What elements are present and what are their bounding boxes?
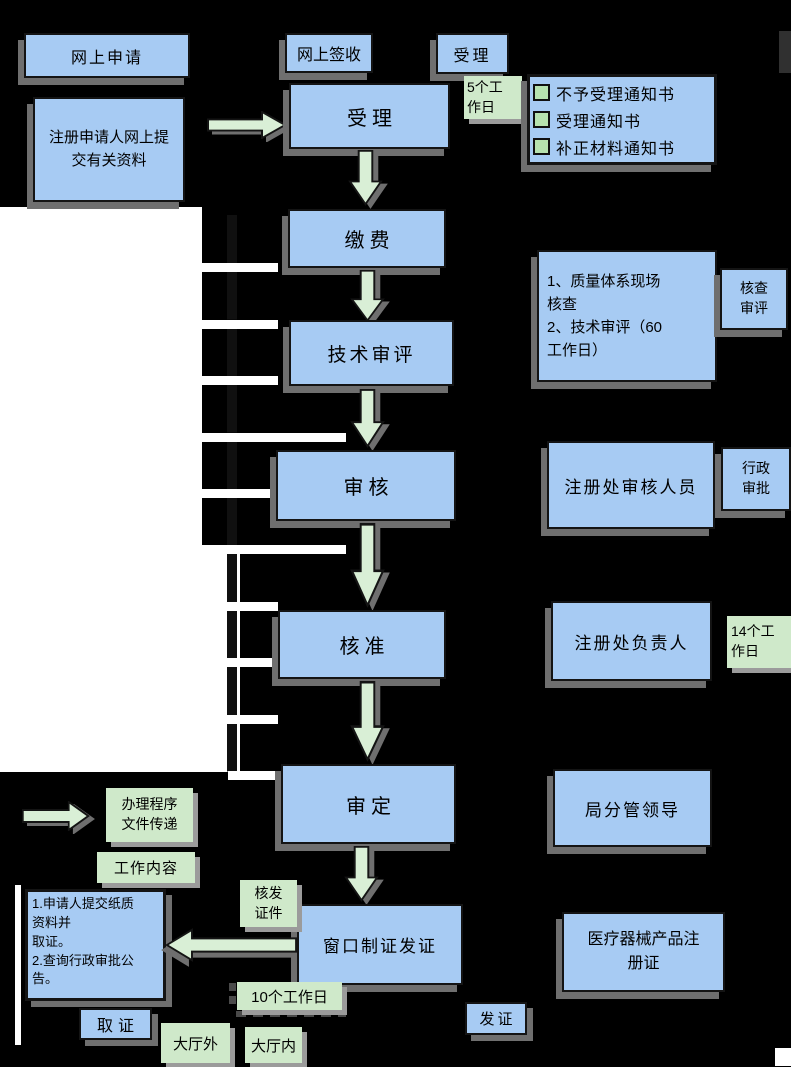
- arrow-down-icon: [350, 523, 385, 608]
- box-label: 5个工 作日: [467, 78, 503, 115]
- bottom-right-corner-square: [775, 1048, 791, 1066]
- box-label: 1、质量体系现场 核查 2、技术审评（60 工作日）: [547, 272, 663, 360]
- box-label: 注册处审核人员: [564, 477, 698, 497]
- box-procedure-note: 办理程序 文件传递: [106, 788, 193, 842]
- box-label: 发证: [479, 1011, 516, 1028]
- dash-gap: [200, 320, 278, 329]
- box-label: 技术审评: [327, 344, 416, 366]
- box-hall-outside: 大厅外: [161, 1023, 230, 1063]
- box-label: 10个工作日: [251, 988, 328, 1006]
- notice-item: 受理通知书: [533, 106, 641, 133]
- box-label: 14个工 作日: [731, 623, 775, 659]
- dash-gap: [200, 715, 278, 724]
- box-issue: 发证: [465, 1002, 527, 1035]
- notice-item: 不予受理通知书: [533, 79, 675, 106]
- box-label: 注册申请人网上提 交有关资料: [48, 129, 169, 169]
- arrow-down-icon: [344, 846, 379, 902]
- box-tech-review: 技术审评: [289, 320, 454, 386]
- dash-gap: [200, 433, 346, 442]
- white-background-region: [0, 207, 202, 772]
- box-label: 网上申请: [70, 49, 143, 67]
- box-label: 大厅内: [250, 1037, 296, 1055]
- box-label: 受理: [347, 107, 397, 130]
- arrow-down-icon: [350, 681, 385, 762]
- box-label: 受理: [453, 47, 492, 65]
- box-label: 局分管领导: [585, 800, 680, 820]
- box-bureau-leader: 局分管领导: [553, 769, 712, 847]
- box-admin-approval: 行政 审批: [721, 447, 791, 511]
- box-label: 缴费: [344, 230, 395, 252]
- box-audit-staff: 注册处审核人员: [547, 441, 715, 529]
- box-accept: 受理: [289, 83, 450, 149]
- box-applicant-submit: 注册申请人网上提 交有关资料: [33, 97, 185, 202]
- box-check-review: 核查 审评: [720, 268, 788, 330]
- checkbox-icon: [533, 138, 550, 155]
- checkbox-icon: [533, 84, 550, 101]
- box-ten-workdays: 10个工作日: [237, 982, 342, 1010]
- box-label: 核查 审评: [740, 280, 768, 316]
- horizontal-dashed-line: [236, 1011, 346, 1017]
- box-notices: 不予受理通知书 受理通知书 补正材料通知书: [527, 74, 717, 165]
- box-label: 核准: [339, 636, 390, 658]
- box-label: 核发 证件: [254, 884, 283, 921]
- box-issue-cert-note: 核发 证件: [240, 880, 297, 927]
- dash-gap: [200, 376, 278, 385]
- box-label: 大厅外: [172, 1035, 218, 1053]
- box-dept-head: 注册处负责人: [551, 601, 712, 681]
- box-label: 网上签收: [296, 47, 361, 64]
- box-online-receive: 网上签收: [285, 33, 373, 73]
- box-audit: 审核: [276, 450, 456, 521]
- arrow-left-icon: [165, 927, 298, 963]
- box-label: 行政 审批: [742, 460, 770, 496]
- notice-label: 不予受理通知书: [556, 86, 676, 104]
- box-accept-mini: 受理: [436, 33, 509, 74]
- arrow-right-icon: [207, 111, 287, 139]
- box-label: 注册处负责人: [574, 633, 689, 653]
- notice-label: 补正材料通知书: [556, 140, 676, 158]
- box-label: 工作内容: [113, 860, 178, 877]
- box-issue-window: 窗口制证发证: [297, 904, 463, 985]
- box-pay: 缴费: [288, 209, 446, 268]
- box-label: 取证: [96, 1018, 139, 1035]
- dash-gap: [200, 263, 278, 272]
- box-label: 审核: [343, 477, 394, 499]
- arrow-down-icon: [350, 270, 385, 322]
- box-paper-submit: 1.申请人提交纸质 资料并 取证。 2.查询行政审批公 告。: [25, 889, 166, 1001]
- box-product-cert: 医疗器械产品注 册证: [562, 912, 725, 992]
- arrow-down-icon: [348, 150, 383, 206]
- white-edge-artifact: [15, 885, 21, 1045]
- box-label: 1.申请人提交纸质 资料并 取证。 2.查询行政审批公 告。: [32, 896, 134, 987]
- box-final-review: 审定: [281, 764, 456, 844]
- box-label: 医疗器械产品注 册证: [587, 931, 700, 972]
- box-label: 办理程序 文件传递: [121, 796, 178, 832]
- notice-label: 受理通知书: [556, 113, 642, 131]
- vertical-dashed-stub: [229, 983, 236, 1009]
- notice-item: 补正材料通知书: [533, 133, 675, 160]
- box-online-apply: 网上申请: [24, 33, 190, 78]
- box-review-note: 1、质量体系现场 核查 2、技术审评（60 工作日）: [537, 250, 717, 382]
- checkbox-icon: [533, 111, 550, 128]
- box-label: 窗口制证发证: [323, 937, 437, 956]
- box-approve: 核准: [278, 610, 446, 679]
- arrow-right-icon: [22, 801, 90, 831]
- box-five-workdays: 5个工 作日: [464, 76, 522, 119]
- top-right-corner-box: [779, 31, 791, 73]
- dash-gap: [200, 545, 346, 554]
- box-hall-inside: 大厅内: [245, 1027, 302, 1063]
- box-get-cert: 取证: [79, 1008, 152, 1040]
- box-label: 审定: [346, 795, 396, 818]
- dash-gap: [228, 771, 276, 780]
- dash-gap: [200, 489, 278, 498]
- dash-gap: [200, 602, 278, 611]
- arrow-down-icon: [350, 389, 385, 448]
- box-fourteen-workdays: 14个工 作日: [727, 616, 791, 668]
- dash-gap: [200, 658, 278, 667]
- box-work-content: 工作内容: [97, 852, 195, 883]
